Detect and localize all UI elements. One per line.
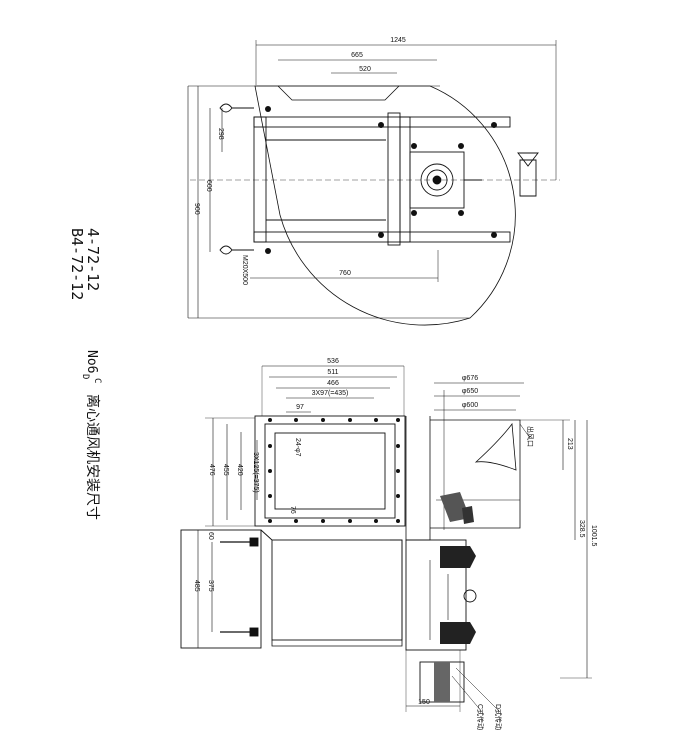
dim-511: 511 xyxy=(327,369,338,376)
dim-600: 600 xyxy=(205,180,212,192)
model-title: 4-72-12 B4-72-12 xyxy=(68,228,102,300)
dim-150: 150 xyxy=(418,699,430,706)
dim-476: 476 xyxy=(208,464,215,476)
dim-375: 375 xyxy=(207,580,214,592)
dim-455: 455 xyxy=(222,464,229,476)
dim-466: 466 xyxy=(327,380,339,387)
dim-60: 60 xyxy=(207,532,214,540)
dim-dia-600: φ600 xyxy=(462,402,478,409)
holes-spec: 24-φ7 xyxy=(294,438,301,457)
size-sup: C xyxy=(92,378,102,383)
dim-213: 213 xyxy=(566,438,573,450)
dim-900: 900 xyxy=(193,203,200,215)
size-sub: D xyxy=(80,374,90,379)
dim-665: 665 xyxy=(351,52,363,59)
size-prefix: No6 xyxy=(84,350,99,373)
dim-760: 760 xyxy=(339,270,351,277)
bolt-spec: M20X500 xyxy=(241,255,248,285)
side-view xyxy=(180,365,592,713)
note-d-drive: D式传动 xyxy=(494,704,503,730)
note-c-drive: C式传动 xyxy=(476,704,485,730)
dim-dia-650: φ650 xyxy=(462,388,478,395)
note-outlet: 出风口 xyxy=(526,426,535,447)
size-caption: No6 C D 离心通风机安装尺寸 xyxy=(80,350,102,520)
dim-520: 520 xyxy=(359,66,371,73)
dim-76: 76 xyxy=(289,506,296,514)
dim-536: 536 xyxy=(327,358,339,365)
caption: 离心通风机安装尺寸 xyxy=(84,394,101,520)
dim-1245: 1245 xyxy=(390,37,406,44)
dim-97: 97 xyxy=(296,404,304,411)
dim-420: 420 xyxy=(236,464,243,476)
model-line-1: 4-72-12 xyxy=(84,228,102,291)
dim-1001: 1001.5 xyxy=(590,525,597,547)
model-line-2: B4-72-12 xyxy=(68,228,86,300)
dim-dia-676: φ676 xyxy=(462,375,478,382)
dim-pitch-v: 3X125(=375) xyxy=(252,452,259,493)
top-view xyxy=(187,40,560,326)
dim-bolt-pitch: 3X97(=435) xyxy=(312,390,349,397)
dim-328: 328.5 xyxy=(578,520,585,538)
dim-298: 298 xyxy=(217,128,224,140)
dim-485: 485 xyxy=(193,580,200,592)
